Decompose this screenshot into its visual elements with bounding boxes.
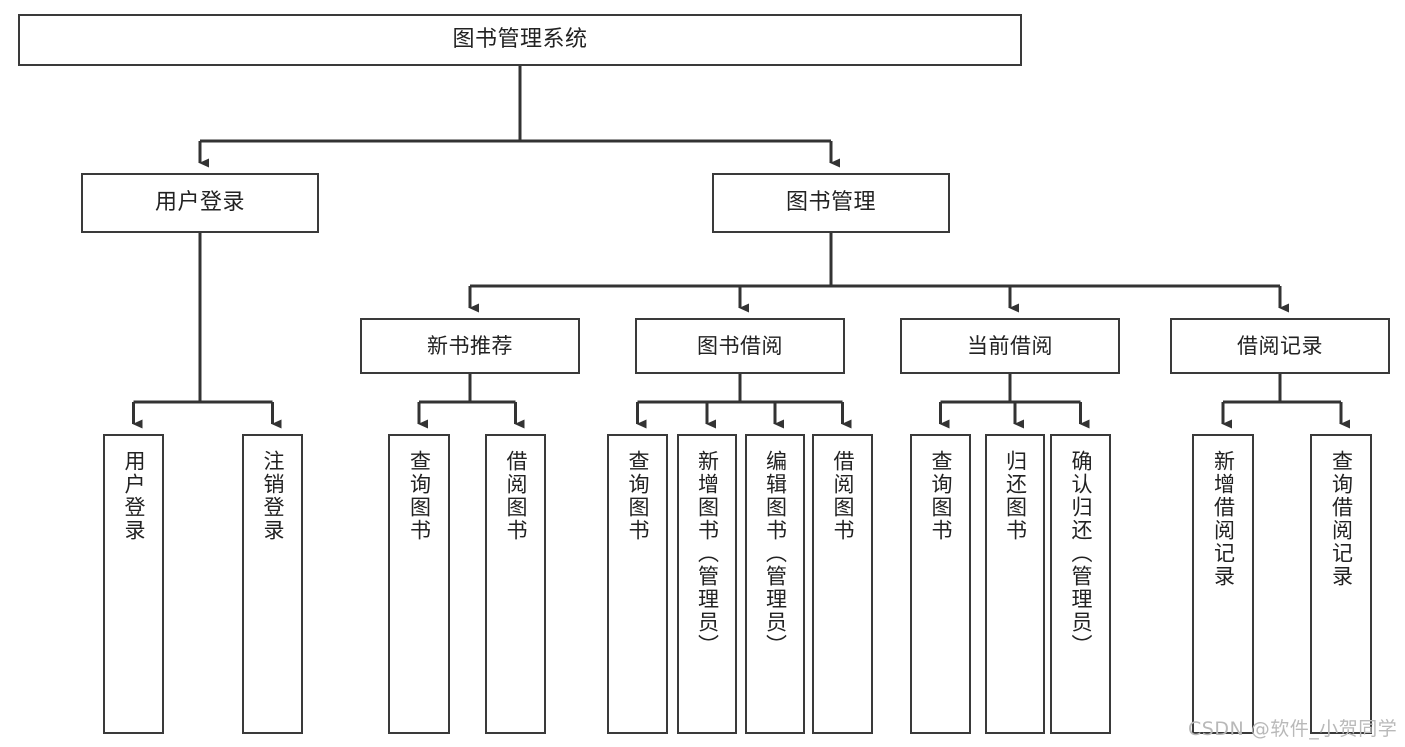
node-records[interactable]: 借阅记录: [1170, 318, 1390, 374]
node-label-c-query: 查询图书: [929, 450, 953, 542]
node-c-confirm[interactable]: 确认归还（管理员）: [1050, 434, 1111, 734]
node-label-n-borrow: 借阅图书: [504, 450, 528, 542]
node-r-query[interactable]: 查询借阅记录: [1310, 434, 1372, 734]
node-label-r-add: 新增借阅记录: [1211, 450, 1236, 588]
node-n-borrow[interactable]: 借阅图书: [485, 434, 546, 734]
node-borrow[interactable]: 图书借阅: [635, 318, 845, 374]
node-l-logout[interactable]: 注销登录: [242, 434, 303, 734]
node-c-return[interactable]: 归还图书: [985, 434, 1045, 734]
node-login[interactable]: 用户登录: [81, 173, 319, 233]
node-r-add[interactable]: 新增借阅记录: [1192, 434, 1254, 734]
node-b-add[interactable]: 新增图书（管理员）: [677, 434, 737, 734]
node-label-bookmgmt: 图书管理: [785, 190, 876, 216]
node-label-b-lend: 借阅图书: [831, 450, 855, 542]
node-label-b-add: 新增图书（管理员）: [695, 450, 720, 657]
node-b-lend[interactable]: 借阅图书: [812, 434, 873, 734]
node-label-login: 用户登录: [154, 190, 245, 216]
watermark-label: CSDN @软件_小贺同学: [1188, 718, 1398, 740]
node-newbook[interactable]: 新书推荐: [360, 318, 580, 374]
node-label-c-confirm: 确认归还（管理员）: [1069, 450, 1093, 657]
node-label-l-logout: 注销登录: [261, 450, 285, 542]
node-label-root: 图书管理系统: [452, 27, 588, 53]
node-n-query[interactable]: 查询图书: [388, 434, 450, 734]
node-l-login[interactable]: 用户登录: [103, 434, 164, 734]
node-root[interactable]: 图书管理系统: [18, 14, 1022, 66]
node-label-n-query: 查询图书: [407, 450, 432, 542]
node-label-c-return: 归还图书: [1003, 450, 1028, 542]
node-b-query[interactable]: 查询图书: [607, 434, 668, 734]
node-label-b-query: 查询图书: [626, 450, 650, 542]
node-label-b-edit: 编辑图书（管理员）: [763, 450, 788, 657]
node-label-borrow: 图书借阅: [697, 333, 783, 358]
node-c-query[interactable]: 查询图书: [910, 434, 971, 734]
node-label-l-login: 用户登录: [122, 450, 146, 542]
node-label-r-query: 查询借阅记录: [1329, 450, 1354, 588]
node-label-records: 借阅记录: [1237, 333, 1323, 358]
node-label-current: 当前借阅: [967, 333, 1053, 358]
node-bookmgmt[interactable]: 图书管理: [712, 173, 950, 233]
node-current[interactable]: 当前借阅: [900, 318, 1120, 374]
node-b-edit[interactable]: 编辑图书（管理员）: [745, 434, 805, 734]
node-label-newbook: 新书推荐: [427, 333, 513, 358]
